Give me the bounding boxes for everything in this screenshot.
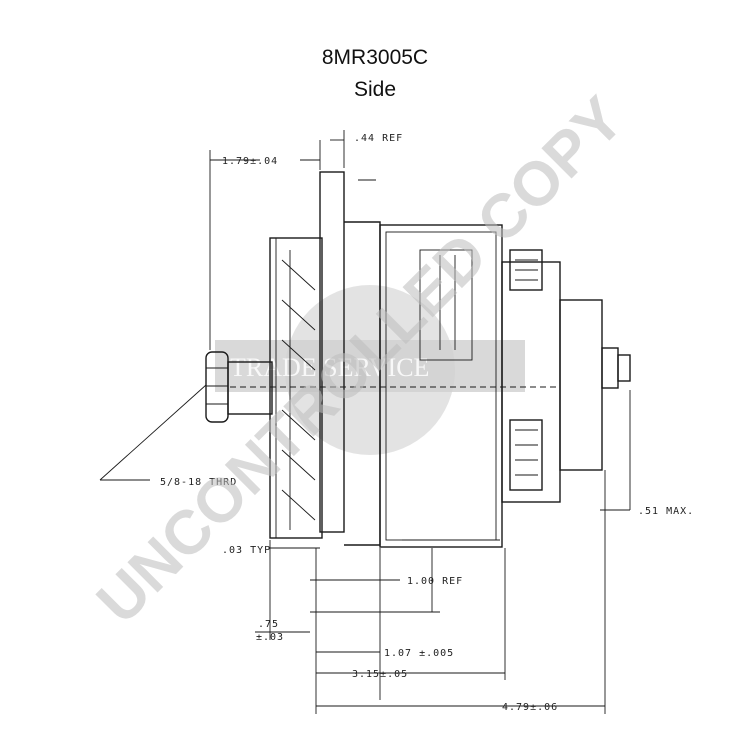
shaft-nut bbox=[205, 351, 273, 423]
dim-thread: 5/8-18 THRD bbox=[160, 477, 237, 488]
dim-03-typ: .03 TYP bbox=[222, 545, 271, 556]
logo-text: TRADE SERVICE bbox=[230, 353, 429, 382]
dim-107: 1.07 ±.005 bbox=[384, 648, 454, 659]
dim-75: .75 bbox=[258, 619, 279, 630]
rear-terminals bbox=[501, 249, 631, 503]
dim-51-max: .51 MAX. bbox=[638, 506, 694, 517]
view-subtitle: Side bbox=[353, 78, 397, 101]
dim-75-tol: ±.03 bbox=[256, 632, 284, 643]
dim-315: 3.15±.05 bbox=[352, 669, 408, 680]
dim-479: 4.79±.06 bbox=[502, 702, 558, 713]
dimension-lines bbox=[99, 130, 631, 714]
uncontrolled-copy-watermark: UNCONTROLLED COPY bbox=[84, 84, 637, 637]
trade-service-logo: TRADE SERVICE bbox=[215, 285, 525, 455]
dim-44-ref: .44 REF bbox=[354, 133, 403, 144]
dim-100-ref: 1.00 REF bbox=[407, 576, 463, 587]
part-number-title: 8MR3005C bbox=[321, 46, 429, 69]
fan-pulley bbox=[269, 237, 323, 539]
dim-179: 1.79±.04 bbox=[222, 156, 278, 167]
